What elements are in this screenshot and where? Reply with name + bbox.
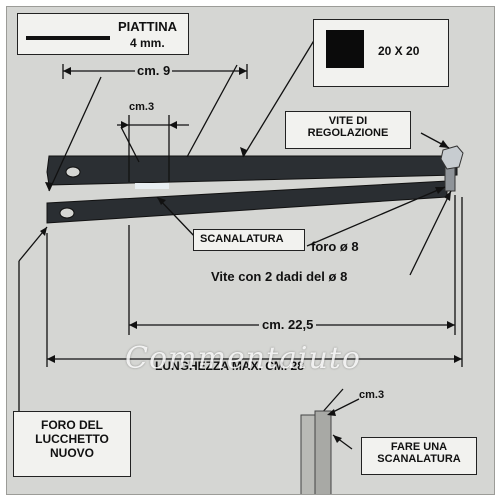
square-section-sample	[326, 30, 364, 68]
piattina-line-sample	[26, 36, 110, 40]
dim-cm9-label: cm. 9	[135, 63, 173, 78]
vite-regolazione-box: VITE DI REGOLAZIONE	[285, 111, 411, 149]
dim-cm3-label: cm.3	[129, 101, 155, 113]
fare-label-line2: SCANALATURA	[377, 453, 461, 465]
vite-label-line1: VITE DI	[328, 115, 368, 127]
fare-label-line1: FARE UNA	[390, 441, 448, 453]
watermark-logo: Commentaiuto	[125, 341, 361, 376]
dim-cm225-label: cm. 22,5	[259, 317, 317, 332]
vite-label-line2: REGOLAZIONE	[307, 127, 389, 139]
upper-hole	[65, 166, 81, 178]
foro-lucchetto-box: FORO DEL LUCCHETTO NUOVO	[13, 411, 131, 477]
photo-area: PIATTINA 4 mm. 20 X 20 cm. 9 cm.3 VITE D…	[6, 6, 495, 495]
vite-dadi-label: Vite con 2 dadi del ø 8	[211, 269, 348, 284]
lower-hole	[59, 207, 75, 219]
adjustment-screw	[440, 145, 464, 192]
arrowheads	[40, 67, 462, 443]
piattina-label: PIATTINA	[118, 19, 177, 34]
groove-highlight	[135, 183, 169, 189]
lunghezza-label: LUNGHEZZA MAX. CM. 28	[155, 359, 304, 373]
fare-scanalatura-box: FARE UNA SCANALATURA	[361, 437, 477, 475]
piattina-size-label: 4 mm.	[130, 36, 165, 50]
square-legend-box: 20 X 20	[313, 19, 449, 87]
scanalatura-label: SCANALATURA	[200, 233, 284, 245]
square-size-label: 20 X 20	[378, 44, 420, 58]
lower-bar	[46, 180, 448, 224]
diagram-drawing	[18, 28, 464, 494]
upper-bar	[46, 155, 458, 186]
dim-cm3-small-label: cm.3	[359, 389, 385, 401]
piattina-legend-box: PIATTINA 4 mm.	[17, 13, 189, 55]
foro-label: foro ø 8	[311, 239, 359, 254]
bracket-detail	[300, 410, 332, 494]
foro-label-line2: LUCCHETTO	[35, 432, 109, 446]
scanalatura-box: SCANALATURA	[193, 229, 305, 251]
foro-label-line3: NUOVO	[49, 446, 94, 460]
foro-label-line1: FORO DEL	[41, 418, 103, 432]
